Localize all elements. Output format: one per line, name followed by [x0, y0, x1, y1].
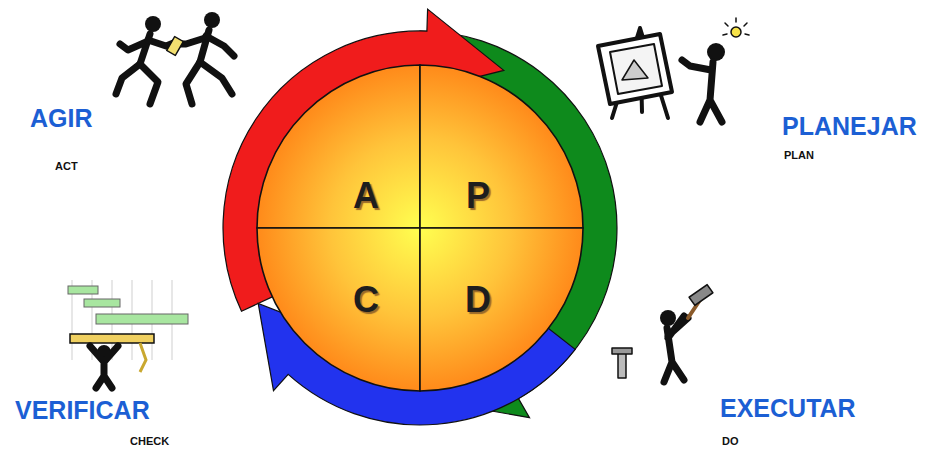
quadrant-letter: P: [466, 178, 490, 214]
phase-name: EXECUTAR: [720, 396, 856, 421]
quadrant-letter: A: [353, 178, 379, 214]
phase-subtitle: ACT: [55, 161, 78, 172]
gantt-figure: [68, 280, 188, 388]
quadrant-shape: [420, 65, 583, 228]
phase-subtitle: PLAN: [784, 150, 814, 161]
phase-subtitle: DO: [722, 436, 739, 447]
hammer-figure: [612, 285, 713, 382]
quadrant-fill: [257, 228, 420, 391]
phase-name: VERIFICAR: [15, 398, 150, 423]
quadrant-fill: [257, 65, 420, 228]
quadrant-shape: [420, 228, 583, 391]
cycle-quadrant: P: [420, 65, 583, 228]
cycle-quadrant: C: [257, 228, 420, 391]
cycle-arrows: [223, 9, 617, 425]
phase-name: AGIR: [30, 106, 93, 131]
phase-subtitle: CHECK: [130, 436, 169, 447]
quadrant-letter: D: [465, 282, 491, 318]
quadrant-shape: [257, 228, 420, 391]
quadrant-letter: C: [353, 282, 379, 318]
quadrant-fill: [420, 228, 583, 391]
cycle-quadrant: D: [420, 228, 583, 391]
phase-name: PLANEJAR: [782, 114, 917, 139]
running-figures: [116, 12, 234, 104]
quadrant-fill: [420, 65, 583, 228]
quadrant-shape: [257, 65, 420, 228]
easel-figure: [598, 18, 749, 122]
cycle-quadrant: A: [257, 65, 420, 228]
